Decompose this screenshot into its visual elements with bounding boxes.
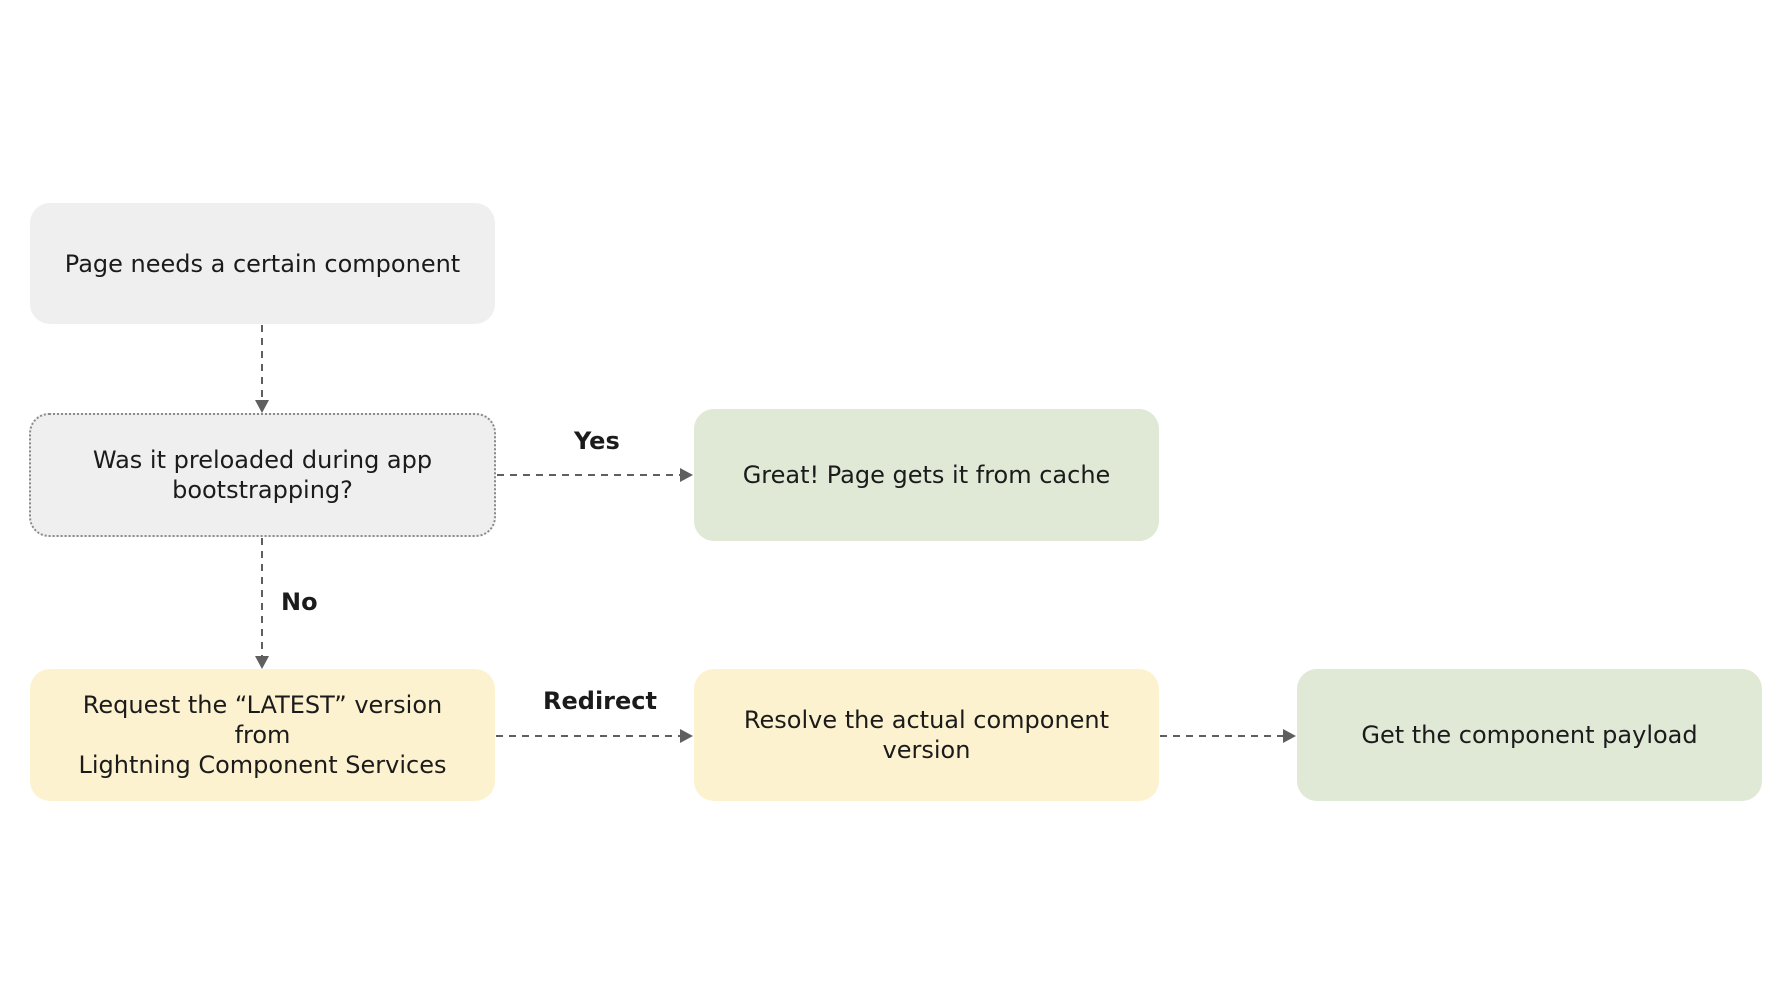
node-resolve-version: Resolve the actual component version [694, 669, 1159, 801]
node-label: Resolve the actual component version [744, 705, 1109, 765]
arrowhead-icon [680, 729, 693, 743]
node-decision-preloaded: Was it preloaded during app bootstrappin… [29, 413, 496, 537]
node-label-line: Resolve the actual component [743, 706, 1110, 734]
node-label-line: Lightning Component Services [78, 751, 447, 779]
arrowhead-icon [255, 656, 269, 669]
node-label-line: Request the “LATEST” version from [82, 691, 443, 749]
node-get-payload: Get the component payload [1297, 669, 1762, 801]
node-label-line: version [882, 736, 971, 764]
node-label-line: Was it preloaded during app [92, 446, 433, 474]
node-request-latest-version: Request the “LATEST” version from Lightn… [30, 669, 495, 801]
node-page-needs-component: Page needs a certain component [30, 203, 495, 324]
edge-label-no: No [281, 588, 318, 616]
arrowhead-icon [255, 400, 269, 413]
arrowhead-icon [1283, 729, 1296, 743]
node-label: Request the “LATEST” version from Lightn… [60, 690, 465, 780]
node-label: Get the component payload [1361, 721, 1698, 749]
edge-label-redirect: Redirect [543, 687, 657, 715]
arrowhead-icon [680, 468, 693, 482]
edge-label-yes: Yes [574, 427, 620, 455]
node-label-line: bootstrapping? [172, 476, 353, 504]
node-label: Great! Page gets it from cache [742, 461, 1111, 489]
node-label: Page needs a certain component [64, 249, 461, 278]
node-label: Was it preloaded during app bootstrappin… [93, 445, 432, 505]
node-get-from-cache: Great! Page gets it from cache [694, 409, 1159, 541]
